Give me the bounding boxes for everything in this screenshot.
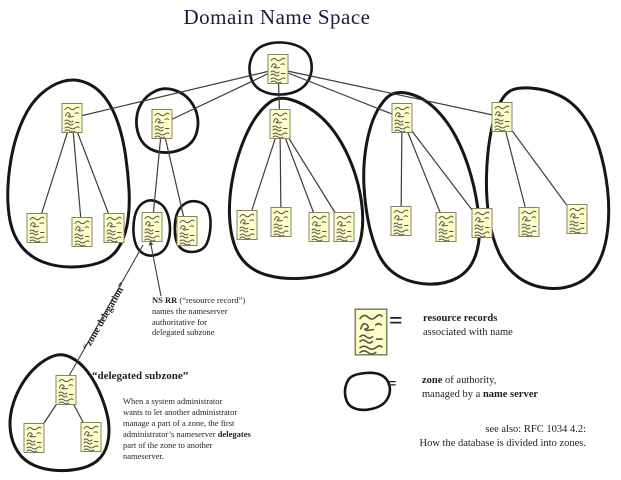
node-card-sub-c1 xyxy=(23,423,45,453)
tree-edge xyxy=(277,68,403,119)
tree-edge xyxy=(161,123,188,232)
node-card-z2-top xyxy=(151,109,173,139)
tree-edge xyxy=(277,68,503,118)
tree-edge xyxy=(71,68,279,119)
legend-zone-text: zone of authority, managed by a name serv… xyxy=(422,374,538,401)
zone-outline-delegated-blob-2 xyxy=(173,199,212,254)
node-card-z1-c3 xyxy=(103,213,125,243)
node-card-z4-c3 xyxy=(471,208,493,238)
node-card-z3-c4 xyxy=(333,212,355,242)
text-line: delegated subzone xyxy=(152,327,215,338)
text-line: associated with name xyxy=(423,326,513,338)
text-line: resource records xyxy=(423,313,498,324)
tree-edge xyxy=(279,123,345,228)
zone-outline-delegated-blob-1 xyxy=(132,199,172,257)
node-card-z5-c2 xyxy=(566,204,588,234)
tree-edge xyxy=(161,68,279,125)
tree-edge xyxy=(400,117,403,222)
node-card-d1 xyxy=(141,212,163,242)
node-card-z5-c1 xyxy=(518,207,540,237)
tree-edge xyxy=(401,117,447,228)
text-line: managed by a name server xyxy=(422,388,539,400)
node-card-z5-top xyxy=(491,102,513,132)
tree-edge xyxy=(36,117,73,229)
zone-outline-delegated-subzone xyxy=(8,353,111,473)
page-title: Domain Name Space xyxy=(183,5,371,29)
tree-edge xyxy=(501,116,578,220)
node-card-z4-c1 xyxy=(390,206,412,236)
node-card-sub-c2 xyxy=(80,422,102,452)
node-card-root xyxy=(267,54,289,84)
tree-edge xyxy=(401,117,483,224)
legend-equals-resource: = xyxy=(389,308,403,334)
legend-resource-text: resource records associated with name xyxy=(423,312,513,339)
text-line: names the nameserver xyxy=(152,305,228,316)
tree-edge xyxy=(71,117,83,233)
ns-rr-pointer xyxy=(150,244,162,297)
node-card-z4-c2 xyxy=(435,212,457,242)
tree-edge xyxy=(279,123,282,223)
ns-rr-note: NS RR (“resource record”)names the names… xyxy=(152,295,245,338)
tree-edge xyxy=(71,117,115,229)
text-line: administrator’s nameserver delegates xyxy=(123,429,251,439)
node-card-z3-top xyxy=(269,109,291,139)
zone-outline-zone-1 xyxy=(6,78,131,269)
text-line: nameserver. xyxy=(123,451,164,461)
tree-edge xyxy=(246,123,281,226)
node-card-z4-top xyxy=(391,103,413,133)
node-card-z3-c1 xyxy=(236,210,258,240)
node-card-z1-c2 xyxy=(71,217,93,247)
node-card-legend-card xyxy=(354,308,388,356)
zone-outline-zone-3 xyxy=(227,96,365,281)
see-also-line-2: How the database is divided into zones. xyxy=(419,438,586,449)
zone-delegation-line xyxy=(68,244,144,377)
tree-edge xyxy=(151,123,163,228)
tree-edge xyxy=(279,123,320,228)
delegated-subzone-label: “delegated subzone” xyxy=(92,370,189,382)
ns-rr-pointer-arrowhead xyxy=(148,241,154,246)
text-line: manage a part of a zone, the first xyxy=(123,418,235,428)
node-card-z1-c1 xyxy=(26,213,48,243)
legend-equals-zone: = xyxy=(387,374,397,393)
text-line: When a system administrator xyxy=(123,396,223,406)
see-also-note: see also: RFC 1034 4.2: How the database… xyxy=(326,423,586,451)
text-line: NS RR (“resource record”) xyxy=(152,295,246,305)
zone-outline-legend-zone-symbol xyxy=(343,371,392,412)
node-card-z3-c3 xyxy=(308,212,330,242)
node-card-d2 xyxy=(176,216,198,246)
text-line: zone of authority, xyxy=(422,375,497,386)
zone-outline-root-zone xyxy=(248,41,314,96)
zone-outline-zone-4 xyxy=(362,91,482,286)
text-line: authoritative for xyxy=(152,316,207,327)
text-line: part of the zone to another xyxy=(123,440,213,450)
tree-edge xyxy=(501,116,530,223)
see-also-line-1: see also: RFC 1034 4.2: xyxy=(485,424,586,435)
node-card-sub-top xyxy=(55,375,77,405)
zone-outline-zone-5 xyxy=(484,86,611,290)
node-card-z1-top xyxy=(61,103,83,133)
zone-outline-zone-2 xyxy=(135,87,200,154)
node-card-z3-c2 xyxy=(270,207,292,237)
text-line: wants to let another administrator xyxy=(123,407,238,417)
